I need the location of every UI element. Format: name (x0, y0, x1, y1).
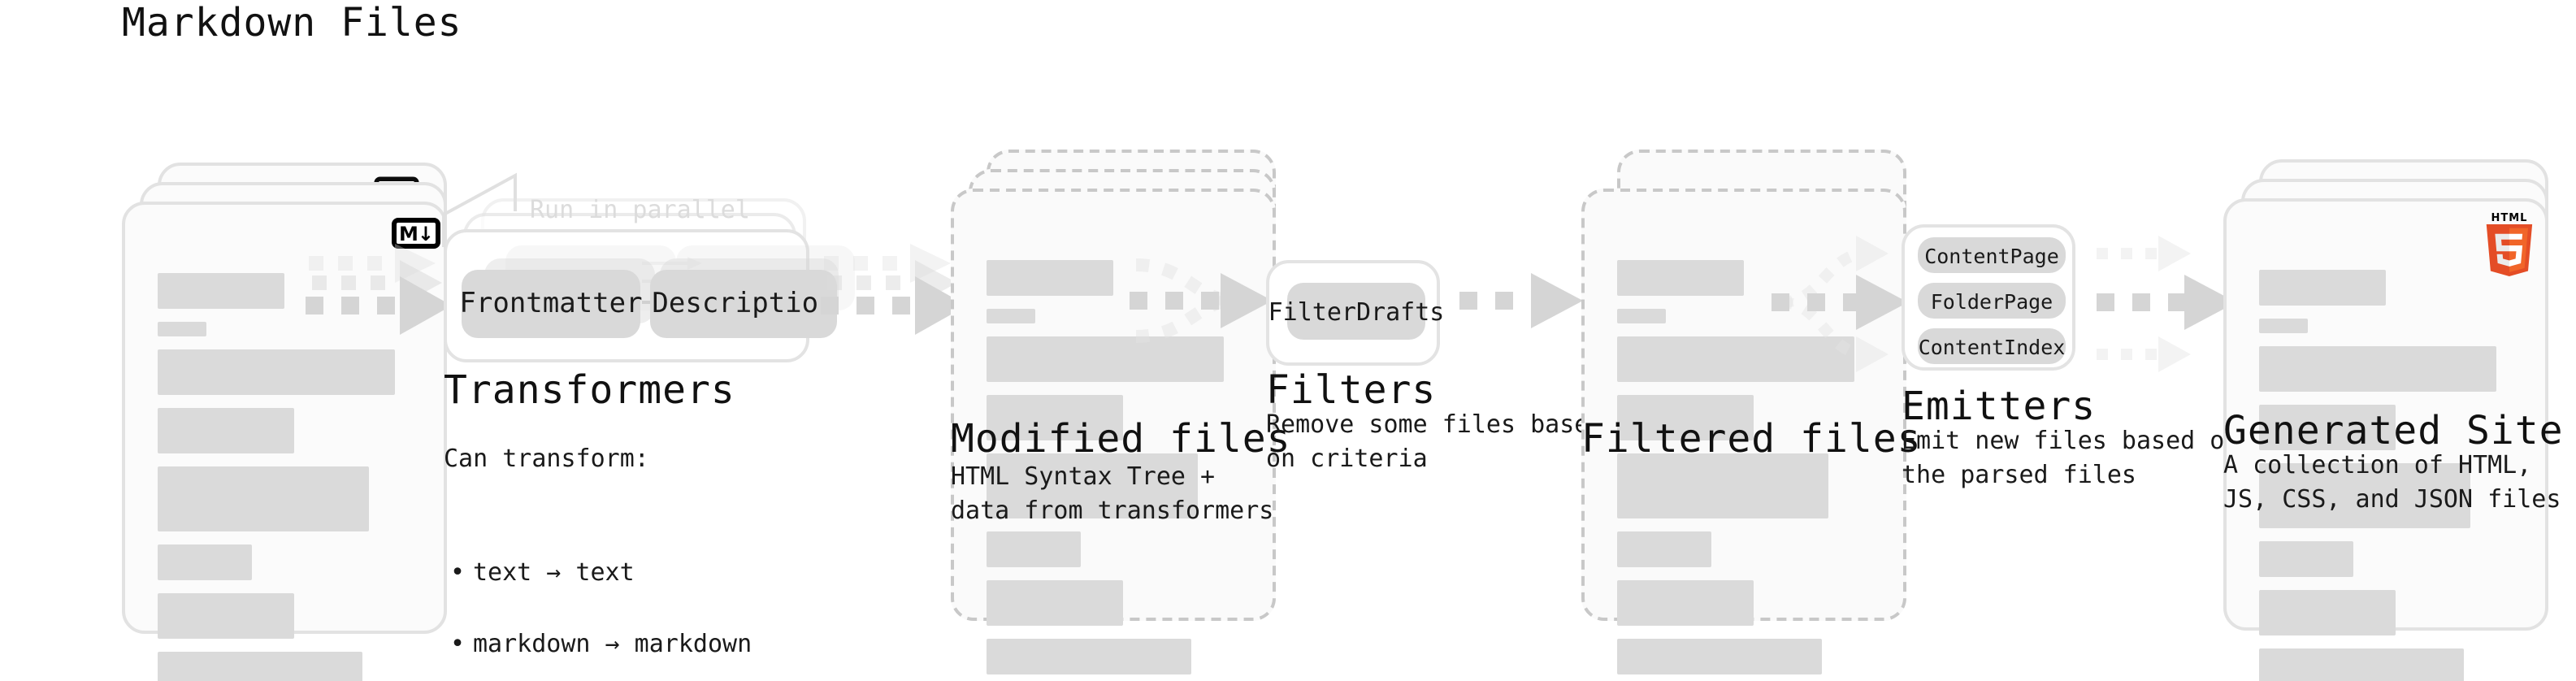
list-item: markdown → markdown (450, 626, 752, 663)
emitter-chip-folderpage[interactable]: FolderPage (1918, 283, 2066, 319)
generated-site-stack: CSS HTML (2223, 159, 2565, 681)
run-in-parallel-label: Run in parallel (530, 195, 750, 224)
arrow-transformers-to-modified (821, 244, 967, 335)
page-title-emitters: Emitters (1902, 384, 2097, 429)
arrow-markdown-to-transformers (306, 244, 452, 335)
page-title-generated-site: Generated Site (2223, 408, 2564, 453)
transformer-chip-description[interactable]: Description (650, 270, 837, 338)
transformers-caption-list: text → text markdown → markdown html → h… (444, 520, 752, 681)
filter-chip-filterdrafts[interactable]: FilterDrafts (1268, 283, 1444, 340)
page-title-modified-files: Modified files (951, 416, 1291, 462)
page-title-filtered-files: Filtered files (1581, 416, 1922, 462)
modified-files-caption: HTML Syntax Tree + data from transformer… (951, 462, 1274, 525)
generated-site-caption: A collection of HTML, JS, CSS, and JSON … (2223, 450, 2561, 514)
modified-file-content (951, 189, 1276, 674)
arrow-modified-to-filters (1130, 258, 1273, 343)
modified-files-stack (951, 150, 1292, 674)
filtered-files-stack (1581, 150, 1923, 674)
arrow-filtered-to-emitters (1772, 236, 1908, 372)
emitter-chip-contentindex[interactable]: ContentIndex (1918, 328, 2066, 364)
run-in-parallel-bracket (442, 172, 517, 247)
transformers-caption-heading: Can transform: (444, 444, 649, 473)
emitter-chip-contentpage[interactable]: ContentPage (1918, 237, 2066, 273)
emitters-group: ContentPage FolderPage ContentIndex (1902, 224, 2075, 371)
transformers-caption: Can transform: text → text markdown → ma… (444, 408, 752, 681)
markdown-icon: M↓ (392, 218, 440, 249)
markdown-files-stack: M↓ M↓ M↓ (122, 163, 463, 681)
transformer-chip-frontmatter[interactable]: Frontmatter (459, 270, 643, 338)
arrow-filters-to-filtered (1459, 273, 1583, 328)
list-item: text → text (450, 554, 752, 592)
arrow-emitters-to-site (2097, 236, 2236, 372)
filtered-file-content (1581, 189, 1906, 674)
emitters-caption: Emit new files based on the parsed files (1902, 426, 2239, 489)
generated-site-content (2223, 198, 2548, 681)
html5-icon: HTML (2483, 211, 2535, 276)
transformers-group: Frontmatter Description (442, 172, 855, 362)
page-title-filters: Filters (1266, 367, 1437, 413)
page-title-transformers: Transformers (444, 367, 735, 413)
filters-group: FilterDrafts (1266, 260, 1444, 366)
markdown-file-content (122, 202, 447, 681)
filters-caption: Remove some files based on criteria (1266, 410, 1604, 473)
page-title-markdown-files: Markdown Files (122, 0, 462, 46)
